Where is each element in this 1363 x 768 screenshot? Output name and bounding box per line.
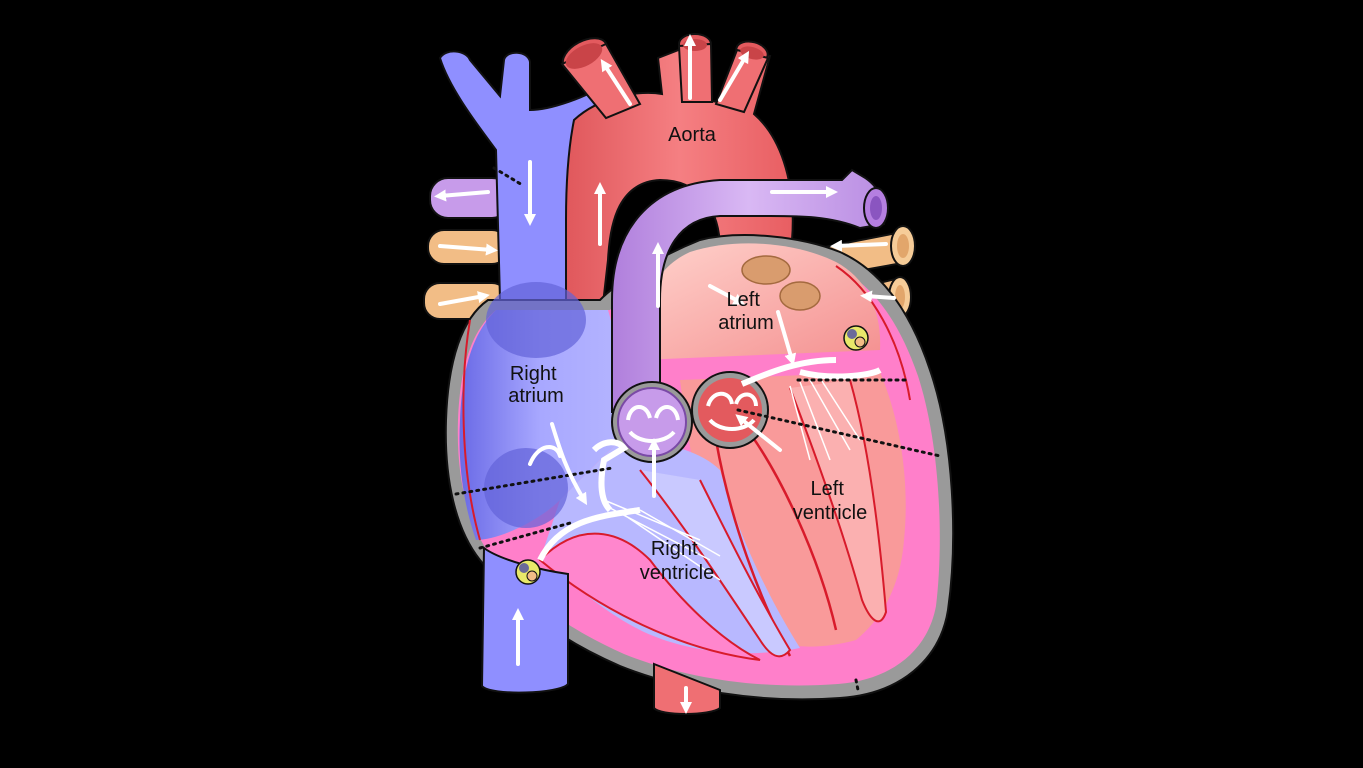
left-ventricle-papillary-outline: [789, 379, 888, 623]
label-right-atrium-line2: atrium: [508, 385, 564, 407]
atrioventricular-node: [843, 325, 869, 351]
label-right-ventricle-line2: ventricle: [640, 562, 714, 584]
left-atrium-vein-openings: [741, 255, 821, 311]
inferior-vena-cava-opening: [484, 448, 568, 528]
label-left-ventricle: Left ventricle: [793, 478, 867, 524]
inferior-vena-cava: [480, 546, 569, 694]
label-left-atrium-line2: atrium: [718, 312, 774, 334]
aorta: [565, 42, 794, 331]
flow-arrows: [434, 34, 896, 714]
label-right-ventricle-line1: Right: [651, 538, 698, 560]
label-left-ventricle-line1: Left: [811, 478, 845, 500]
label-left-atrium-line1: Left: [727, 289, 761, 311]
label-left-ventricle-line2: ventricle: [793, 502, 867, 524]
label-right-atrium-line1: Right: [510, 363, 557, 385]
superior-vena-cava-opening: [486, 282, 586, 358]
label-aorta: Aorta: [668, 124, 717, 146]
aorta-branch-2: [677, 42, 714, 103]
label-right-ventricle: Right ventricle: [640, 538, 714, 584]
label-right-atrium: Right atrium: [508, 363, 564, 407]
tricuspid-valve: [537, 439, 721, 581]
sinoatrial-node: [515, 559, 541, 585]
aortic-valve: [691, 371, 769, 449]
label-left-atrium: Left atrium: [718, 289, 774, 334]
left-atrium: [640, 243, 881, 360]
leader-lines: [454, 166, 942, 692]
right-ventricle-lower-muscle: [538, 532, 761, 661]
